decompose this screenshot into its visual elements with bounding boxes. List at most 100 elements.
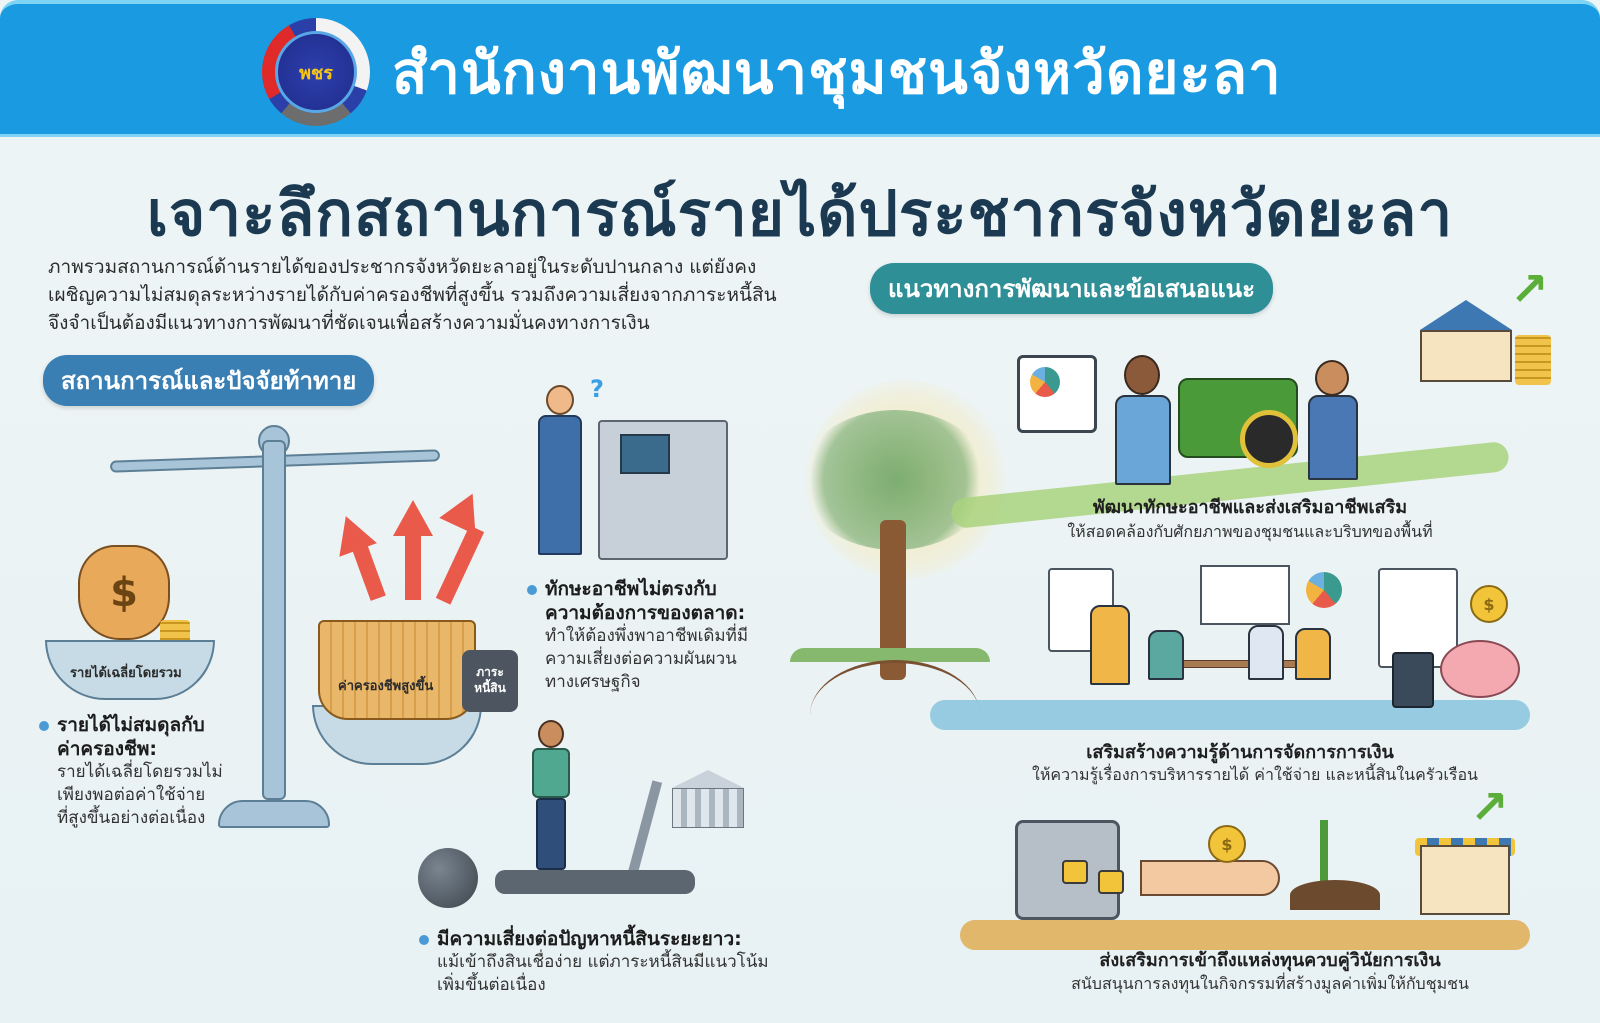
challenge-description: รายได้เฉลี่ยโดยรวมไม่ เพียงพอต่อค่าใช้จ่…	[57, 761, 257, 830]
coin-icon: $	[1470, 585, 1508, 623]
recommendation-title: ส่งเสริมการเข้าถึงแหล่งทุนควบคู่วินัยการ…	[1099, 950, 1441, 971]
money-bag-icon: $	[78, 545, 170, 640]
treadmill-icon	[495, 870, 695, 894]
question-mark-icon: ?	[590, 375, 604, 403]
tractor-wheel	[1240, 410, 1298, 468]
bullet-dot-icon	[39, 721, 49, 731]
house-roof	[1420, 300, 1512, 330]
intro-line: ภาพรวมสถานการณ์ด้านรายได้ของประชากรจังหว…	[48, 256, 757, 278]
pie-chart-icon	[1306, 572, 1342, 608]
checklist-icon	[1378, 568, 1458, 668]
chart-whiteboard-icon	[1200, 565, 1290, 625]
presenter-woman-icon	[1090, 605, 1130, 685]
runner-legs	[536, 798, 566, 870]
tree-roots-icon	[810, 660, 980, 770]
padlock-icon	[1062, 860, 1088, 884]
ground-strip	[790, 648, 990, 662]
analytics-tablet-icon	[1017, 355, 1097, 433]
challenge-title-line: ค่าครองชีพ:	[57, 738, 158, 760]
challenge-title-line: รายได้ไม่สมดุลกับ	[57, 714, 205, 736]
bullet-dot-icon	[419, 935, 429, 945]
bank-building-icon	[672, 770, 744, 830]
house-icon	[1420, 300, 1512, 382]
seated-person-icon	[1248, 625, 1284, 680]
scale-pan-left	[45, 640, 215, 700]
calculator-icon	[1392, 652, 1434, 708]
header-banner: พชร สำนักงานพัฒนาชุมชนจังหวัดยะลา	[0, 0, 1600, 137]
challenge-title: ทักษะอาชีพไม่ตรงกับ ความต้องการของตลาด:	[545, 577, 775, 625]
pie-chart-icon	[1030, 367, 1060, 397]
rising-arrow-icon	[405, 530, 421, 600]
padlock-icon	[1098, 870, 1124, 894]
machine-console-icon	[598, 420, 728, 560]
challenge-title-line: ทักษะอาชีพไม่ตรงกับ	[545, 578, 717, 600]
gold-path	[960, 920, 1530, 950]
challenge-text-line: รายได้เฉลี่ยโดยรวมไม่	[57, 762, 223, 782]
blue-path	[930, 700, 1530, 730]
man-with-tablet-icon	[1115, 395, 1171, 485]
recommendation-title: พัฒนาทักษะอาชีพและส่งเสริมอาชีพเสริม	[1092, 497, 1408, 518]
challenge-item: ทักษะอาชีพไม่ตรงกับ ความต้องการของตลาด: …	[527, 577, 775, 694]
machine-screen	[620, 434, 670, 474]
open-hand-icon	[1140, 860, 1280, 896]
page-title: เจาะลึกสถานการณ์รายได้ประชากรจังหวัดยะลา	[146, 177, 1454, 250]
challenge-title: รายได้ไม่สมดุลกับ ค่าครองชีพ:	[57, 713, 257, 761]
cost-basket-label: ค่าครองชีพสูงขึ้น	[338, 679, 434, 694]
recommendation-description: ให้สอดคล้องกับศักยภาพของชุมชนและบริบทของ…	[1067, 522, 1433, 541]
sprout-icon	[1320, 820, 1328, 890]
challenge-description: แม้เข้าถึงสินเชื่อง่าย แต่ภาระหนี้สินมีแ…	[437, 951, 797, 997]
seated-person-icon	[1148, 630, 1184, 680]
challenge-title-line: มีความเสี่ยงต่อปัญหาหนี้สินระยะยาว:	[437, 928, 742, 950]
recommendation-title: เสริมสร้างความรู้ด้านการจัดการการเงิน	[1086, 742, 1394, 763]
challenge-text-line: เพียงพอต่อค่าใช้จ่าย	[57, 785, 206, 805]
cdd-logo-icon: พชร	[262, 18, 370, 126]
challenge-title-line: ความต้องการของตลาด:	[545, 602, 746, 624]
challenge-text-line: แม้เข้าถึงสินเชื่อง่าย แต่ภาระหนี้สินมีแ…	[437, 952, 769, 972]
trend-up-arrow-icon: ↗	[1510, 262, 1549, 316]
intro-line: เผชิญความไม่สมดุลระหว่างรายได้กับค่าครอง…	[48, 284, 777, 306]
challenge-text-line: ทำให้ต้องพึ่งพาอาชีพเดิมที่มี	[545, 626, 749, 646]
challenge-text-line: เพิ่มขึ้นต่อเนื่อง	[437, 975, 546, 995]
challenges-section-heading: สถานการณ์และปัจจัยท้าทาย	[43, 355, 375, 406]
bank-columns	[672, 788, 744, 828]
income-pan-label: รายได้เฉลี่ยโดยรวม	[70, 666, 182, 681]
man-head	[1124, 355, 1160, 395]
shop-icon	[1420, 845, 1510, 915]
rising-arrow-head-icon	[393, 500, 433, 536]
recommendations-section-heading: แนวทางการพัฒนาและข้อเสนอแนะ	[870, 263, 1273, 314]
recommendation-description: สนับสนุนการลงทุนในกิจกรรมที่สร้างมูลค่าเ…	[1071, 974, 1469, 993]
intro-paragraph: ภาพรวมสถานการณ์ด้านรายได้ของประชากรจังหว…	[48, 253, 808, 337]
debt-weight-icon: ภาระ หนี้สิน	[462, 650, 518, 712]
scale-base	[218, 800, 330, 828]
worker-overalls	[538, 415, 582, 555]
groceries-basket-icon	[318, 620, 476, 720]
challenge-text-line: ที่สูงขึ้นอย่างต่อเนื่อง	[57, 808, 206, 828]
treadmill-arm	[627, 780, 663, 875]
piggy-bank-icon	[1440, 640, 1520, 698]
running-person-icon	[520, 720, 580, 870]
intro-line: จึงจำเป็นต้องมีแนวทางการพัฒนาที่ชัดเจนเพ…	[48, 312, 650, 334]
runner-head	[538, 720, 564, 748]
challenge-item: รายได้ไม่สมดุลกับ ค่าครองชีพ: รายได้เฉลี…	[39, 713, 257, 830]
bullet-dot-icon	[527, 585, 537, 595]
challenge-text-line: ทางเศรษฐกิจ	[545, 672, 641, 692]
logo-emblem: พชร	[275, 31, 357, 113]
organization-title: สำนักงานพัฒนาชุมชนจังหวัดยะลา	[392, 39, 1282, 107]
challenge-item: มีความเสี่ยงต่อปัญหาหนี้สินระยะยาว: แม้เ…	[419, 927, 797, 997]
soil-mound	[1290, 880, 1380, 910]
rising-arrow-head-icon	[439, 485, 491, 535]
bank-roof	[672, 770, 744, 788]
worker-head	[546, 385, 574, 415]
recommendation-description: ให้ความรู้เรื่องการบริหารรายได้ ค่าใช้จ่…	[1032, 765, 1478, 784]
debt-weight-label: ภาระ	[476, 665, 504, 679]
challenge-title: มีความเสี่ยงต่อปัญหาหนี้สินระยะยาว:	[437, 927, 797, 951]
scale-pole	[262, 440, 286, 800]
coin-stack-icon	[1515, 335, 1551, 385]
seated-person-icon	[1295, 628, 1331, 680]
woman-head	[1315, 360, 1349, 396]
trend-up-arrow-icon: ↗	[1470, 780, 1509, 834]
ball-and-chain-icon	[418, 848, 478, 908]
coin-icon: $	[1208, 825, 1246, 863]
house-wall	[1420, 330, 1512, 382]
woman-farmer-icon	[1308, 395, 1358, 480]
